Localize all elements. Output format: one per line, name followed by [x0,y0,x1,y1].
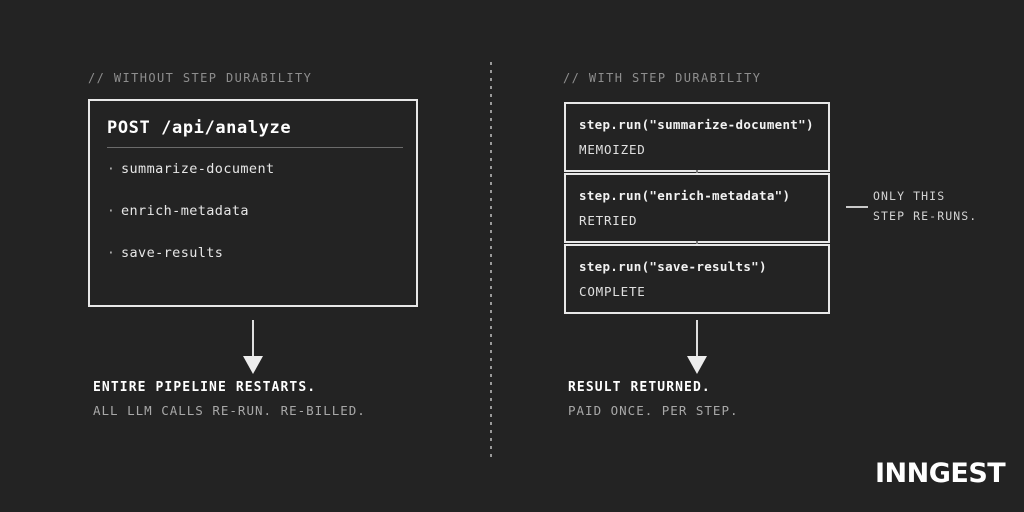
left-outcome-caption: ENTIRE PIPELINE RESTARTS. ALL LLM CALLS … [93,380,366,418]
step-box-enrich-metadata: step.run("enrich-metadata") RETRIED [564,173,830,243]
step-box-summarize-document: step.run("summarize-document") MEMOIZED [564,102,830,172]
callout-annotation: ONLY THIS STEP RE-RUNS. [873,186,977,226]
down-arrow-icon [685,320,709,374]
status-badge: COMPLETE [579,284,646,299]
step-call-expression: step.run("enrich-metadata") [579,188,791,203]
list-item-label: save-results [121,245,224,261]
arrow-stem [696,320,698,358]
bullet-icon: · [107,246,116,261]
bullet-icon: · [107,162,116,177]
step-call-expression: step.run("save-results") [579,259,767,274]
outcome-detail: PAID ONCE. PER STEP. [568,403,739,418]
list-item: · save-results [107,245,275,287]
step-connector-line [696,170,698,175]
list-item-label: summarize-document [121,161,275,177]
arrow-stem [252,320,254,358]
monolith-request-card: POST /api/analyze · summarize-document ·… [88,99,418,307]
inngest-logo: INNGEST [875,458,1006,489]
step-box-save-results: step.run("save-results") COMPLETE [564,244,830,314]
outcome-detail: ALL LLM CALLS RE-RUN. RE-BILLED. [93,403,366,418]
monolith-step-list: · summarize-document · enrich-metadata ·… [107,161,275,287]
step-connector-line [696,241,698,246]
callout-line-2: STEP RE-RUNS. [873,209,978,223]
arrow-head [687,356,707,374]
status-badge: RETRIED [579,213,638,228]
card-divider-rule [107,147,403,148]
list-item: · enrich-metadata [107,203,275,245]
monolith-endpoint-title: POST /api/analyze [107,118,292,138]
right-outcome-caption: RESULT RETURNED. PAID ONCE. PER STEP. [568,380,739,418]
callout-line-1: ONLY THIS [873,189,946,203]
outcome-headline: RESULT RETURNED. [568,380,711,395]
panel-divider [490,62,492,462]
status-badge: MEMOIZED [579,142,646,157]
left-section-comment: // WITHOUT STEP DURABILITY [88,71,313,85]
list-item-label: enrich-metadata [121,203,249,219]
bullet-icon: · [107,204,116,219]
down-arrow-icon [241,320,265,374]
arrow-head [243,356,263,374]
list-item: · summarize-document [107,161,275,203]
step-call-expression: step.run("summarize-document") [579,117,814,132]
right-section-comment: // WITH STEP DURABILITY [563,71,762,85]
outcome-headline: ENTIRE PIPELINE RESTARTS. [93,380,317,395]
callout-leader-line [846,206,868,208]
